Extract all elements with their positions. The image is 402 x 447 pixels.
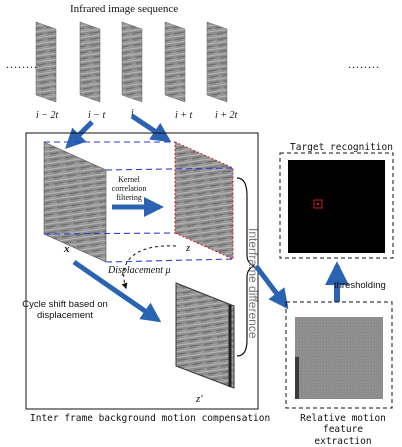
interframe-brace (236, 177, 256, 357)
sequence-dots-left: ........ (6, 57, 38, 71)
relative-box (285, 301, 393, 409)
frame-i-plus-2t (206, 21, 228, 103)
frame-label-i-minus-t: i − t (88, 110, 106, 121)
sequence-title: Infrared image sequence (70, 3, 179, 15)
arrow-frame-i-minus-t (65, 120, 94, 149)
relative-image (295, 317, 383, 399)
sequence-dots-right: ........ (348, 57, 380, 71)
frame-label-i: i (131, 108, 134, 119)
arrow-to-relative (254, 264, 289, 310)
target-dot (317, 203, 319, 205)
z-label: z (186, 242, 191, 254)
arrow-cycle-shift (72, 259, 162, 323)
frame-label-i-plus-t: i + t (175, 110, 193, 121)
frame-label-i-minus-2t: i − 2t (36, 110, 59, 121)
frame-sequence (35, 21, 228, 103)
relative-motion-title: Relative motion feature extraction (300, 413, 386, 447)
frame-i-minus-2t (35, 21, 57, 103)
frame-z (174, 141, 234, 260)
frame-i-minus-t (79, 21, 101, 103)
relative-left-edge (295, 357, 299, 399)
displacement-arrow (121, 245, 177, 290)
target-recognition-title: Target recognition (290, 142, 393, 153)
cycle-shift-label: Cycle shift based on displacement (22, 299, 108, 321)
frame-i (121, 21, 143, 103)
arrow-frame-i (130, 113, 172, 143)
frame-x (43, 141, 107, 263)
displacement-label: Displacement μ (108, 265, 171, 276)
target-marker (313, 199, 323, 209)
frame-z-prime (175, 282, 235, 389)
z-prime-label: z′ (196, 393, 203, 405)
kcf-label: Kernel correlation filtering (111, 175, 147, 202)
interframe-difference-label: Interframe difference (246, 228, 260, 339)
frame-i-plus-t (164, 21, 186, 103)
thresholding-label: thresholding (334, 280, 386, 291)
projection-lines (43, 141, 234, 263)
target-image (288, 160, 385, 253)
frame-label-i-plus-2t: i + 2t (215, 110, 238, 121)
target-box (279, 152, 394, 259)
compensation-title: Inter frame background motion compensati… (30, 413, 271, 424)
x-label: x (64, 243, 70, 255)
